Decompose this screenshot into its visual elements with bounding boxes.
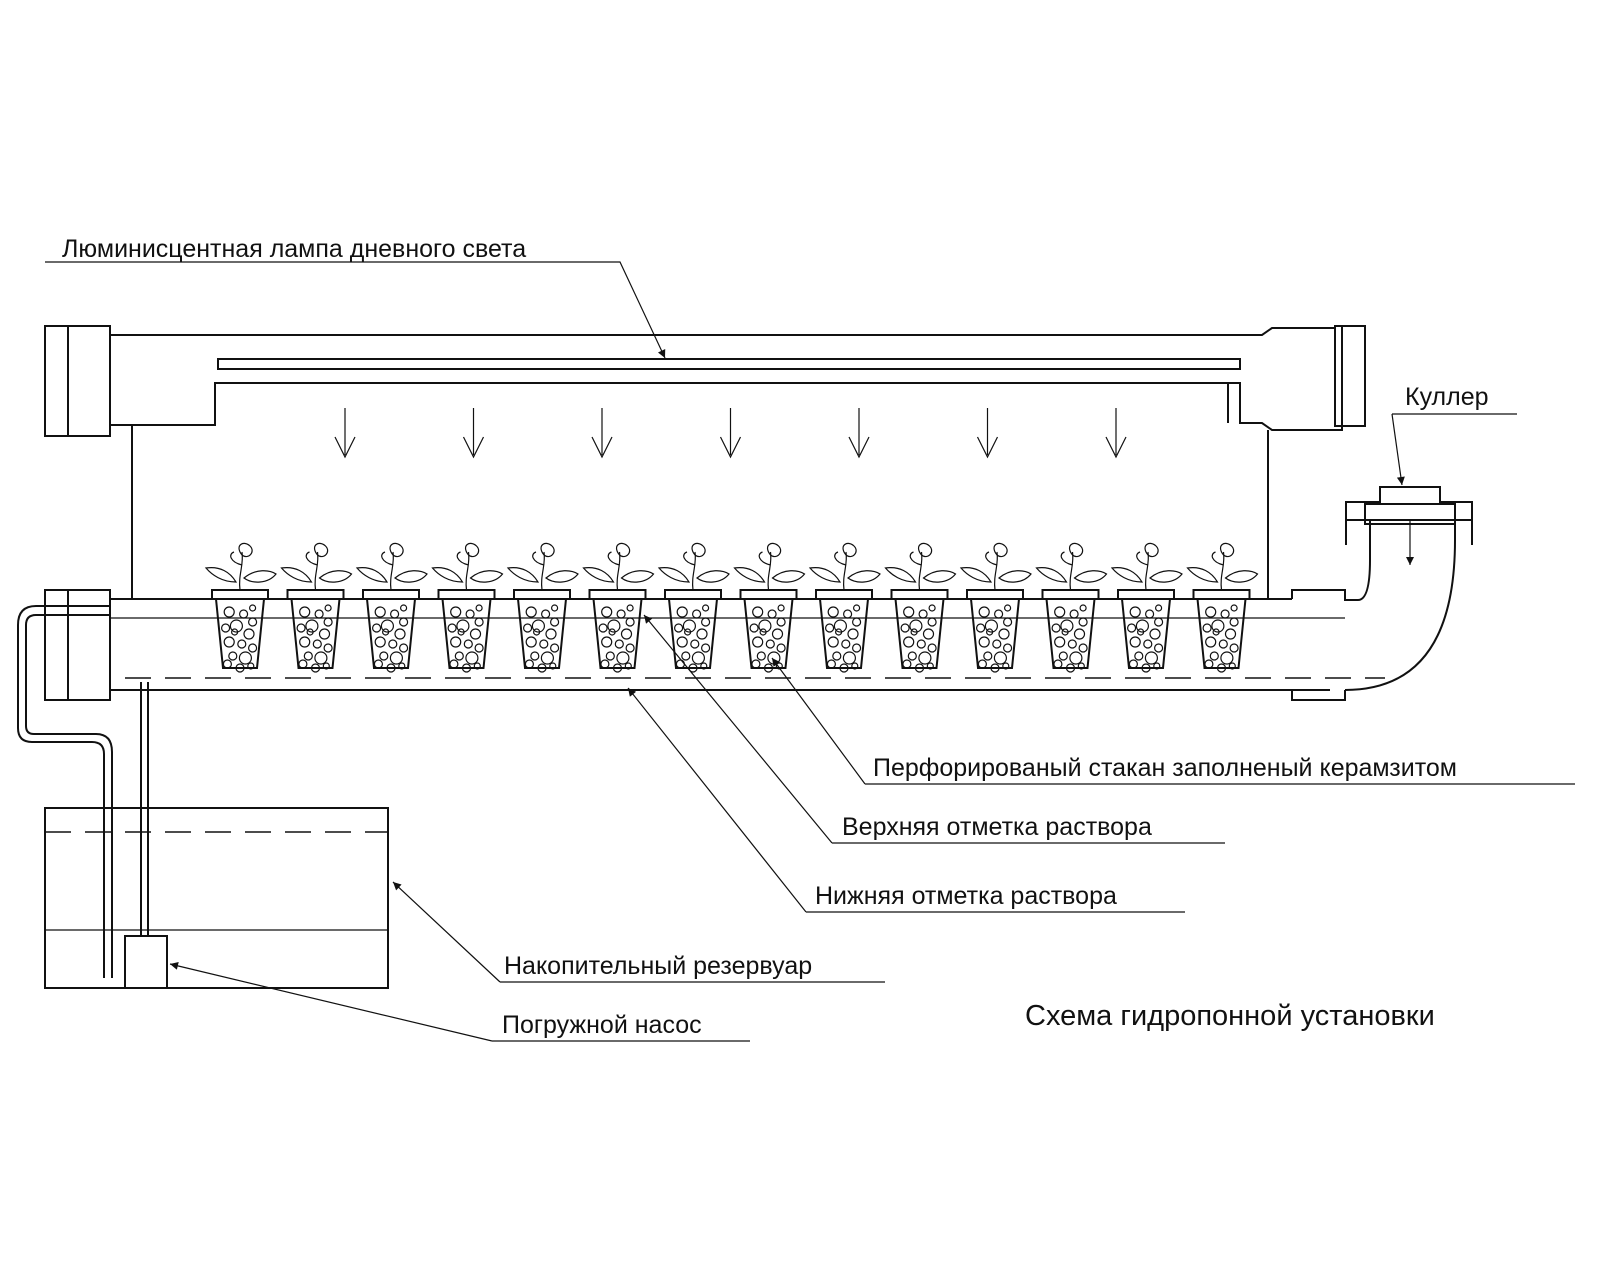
cup <box>1035 542 1108 673</box>
plant <box>204 542 277 591</box>
submersible-pump <box>124 935 168 989</box>
cup <box>355 542 428 673</box>
plant <box>582 542 655 591</box>
cup <box>204 542 277 673</box>
cup <box>808 542 881 673</box>
left-upper-flange <box>44 325 111 437</box>
light-arrow <box>1105 408 1127 459</box>
lamp-label: Люминисцентная лампа дневного света <box>62 235 526 263</box>
return-pipe-outer <box>17 625 105 978</box>
cup <box>959 542 1032 673</box>
light-arrow <box>334 408 356 459</box>
leader-lines <box>45 261 1575 1042</box>
cup <box>1186 542 1259 673</box>
plant <box>808 542 881 591</box>
cooler-label: Куллер <box>1405 383 1489 411</box>
return-elbow-inner <box>1357 520 1371 601</box>
lamp-housing <box>44 325 1366 600</box>
diagram-title: Схема гидропонной установки <box>1025 1000 1435 1032</box>
plant <box>431 542 504 591</box>
return-pipe-inner <box>25 625 113 978</box>
cup <box>431 542 504 673</box>
reservoir <box>44 807 389 989</box>
return-elbow-outer <box>1344 520 1456 691</box>
plant <box>506 542 579 591</box>
grow-tray <box>44 486 1473 701</box>
cooler-box <box>1379 486 1441 505</box>
cup <box>506 542 579 673</box>
pipes <box>17 605 149 978</box>
cup <box>733 542 806 673</box>
cup <box>884 542 957 673</box>
cup <box>1110 542 1183 673</box>
light-arrow <box>848 408 870 459</box>
cup <box>657 542 730 673</box>
plant <box>280 542 353 591</box>
light-arrow <box>591 408 613 459</box>
left-lower-flange <box>44 589 111 701</box>
reservoir-label: Накопительный резервуар <box>504 952 812 980</box>
cup-row <box>204 542 1259 673</box>
plant <box>733 542 806 591</box>
cup-label: Перфорированый стакан заполненый керамзи… <box>873 754 1457 782</box>
lower-level-label: Нижняя отметка раствора <box>815 882 1117 910</box>
cup <box>280 542 353 673</box>
upper-level-label: Верхняя отметка раствора <box>842 813 1152 841</box>
plant <box>1035 542 1108 591</box>
right-upper-flange <box>1334 325 1366 427</box>
cup <box>582 542 655 673</box>
plant <box>884 542 957 591</box>
light-arrow <box>976 408 999 459</box>
lamp-tube <box>217 358 1241 370</box>
plant <box>355 542 428 591</box>
plant <box>959 542 1032 591</box>
plant <box>1110 542 1183 591</box>
plant <box>657 542 730 591</box>
light-arrow <box>462 408 485 459</box>
pump-label: Погружной насос <box>502 1011 702 1039</box>
plant <box>1186 542 1259 591</box>
light-arrows <box>334 408 1127 459</box>
light-arrow <box>719 408 742 459</box>
